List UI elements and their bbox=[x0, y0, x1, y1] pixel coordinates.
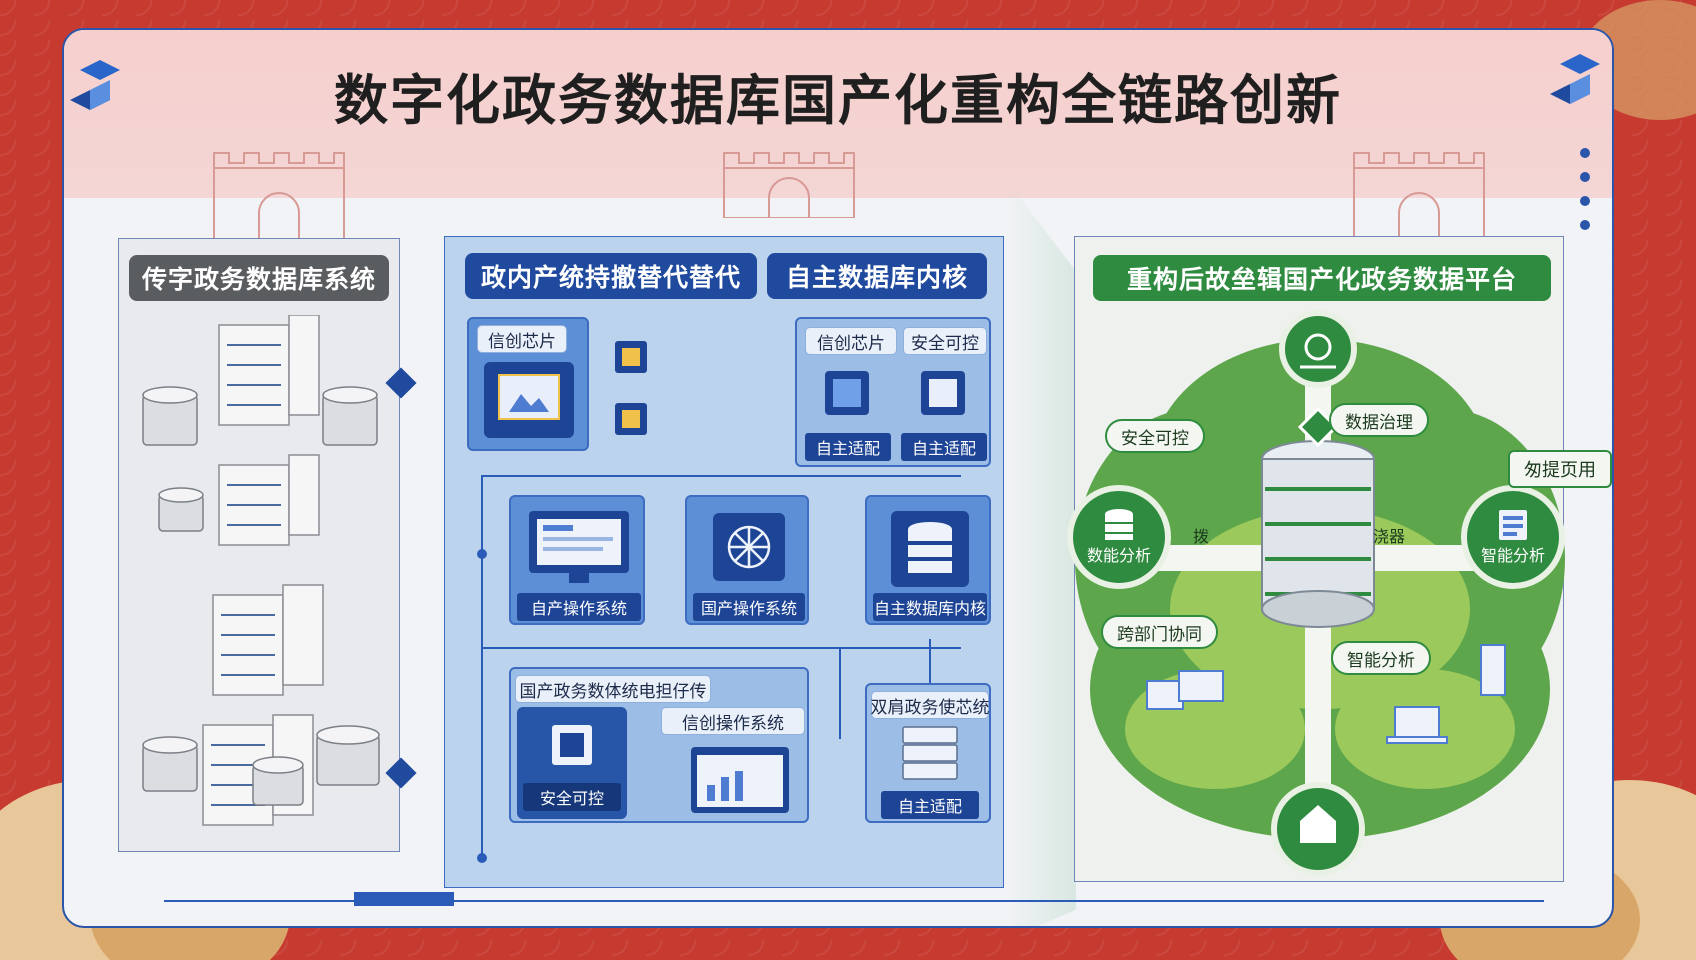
cube-logo-icon-right bbox=[1550, 54, 1600, 104]
tag-cross-dept: 跨部门协同 bbox=[1101, 615, 1218, 649]
mid-connector-arrow bbox=[929, 639, 931, 683]
globe-cube-icon bbox=[713, 513, 785, 581]
cpu-icon bbox=[552, 725, 592, 765]
chip-card-label: 信创芯片 bbox=[477, 325, 567, 353]
page-title: 数字化政务数据库国产化重构全链路创新 bbox=[334, 69, 1342, 132]
center-label-right: 浇器 bbox=[1373, 527, 1406, 546]
connector-dot-1 bbox=[477, 549, 487, 559]
kernel-tag-chip: 信创芯片 bbox=[805, 327, 897, 355]
kernel-adapt-label-1: 自主适配 bbox=[805, 433, 891, 461]
analytics-screen-icon bbox=[691, 747, 789, 813]
gate-icon-center bbox=[723, 152, 855, 218]
analysis-node-left-label: 数能分析 bbox=[1086, 546, 1151, 565]
side-dot-4 bbox=[1580, 220, 1590, 230]
db-kernel-label: 自主数据库内核 bbox=[873, 593, 987, 621]
tag-smart-analysis: 智能分析 bbox=[1331, 641, 1431, 675]
gov-db-label: 自主适配 bbox=[881, 791, 979, 819]
os-self-label: 自产操作系统 bbox=[517, 593, 641, 621]
gov-system-sub: 信创操作系统 bbox=[661, 707, 805, 735]
rebuilt-platform-panel: 重构后故垒辑国产化政务数据平台 bbox=[1067, 236, 1565, 882]
report-node-icon bbox=[1499, 510, 1527, 540]
side-dot-1 bbox=[1580, 148, 1590, 158]
server-rack-illustration bbox=[142, 315, 380, 826]
kernel-chip-group: 信创芯片 安全可控 自主适配 自主适配 bbox=[795, 317, 991, 467]
mid-connector-v2 bbox=[839, 649, 841, 739]
mid-header-right: 自主数据库内核 bbox=[767, 253, 987, 299]
tag-service: 匆提页用 bbox=[1508, 450, 1612, 488]
mid-connector-h1 bbox=[481, 475, 961, 477]
analysis-node-left: 数能分析 bbox=[1067, 485, 1171, 589]
kernel-chip-icon-1 bbox=[825, 371, 869, 415]
center-label-left: 拨 bbox=[1193, 527, 1210, 546]
mid-connector-v1 bbox=[481, 475, 483, 859]
kernel-chip-icon-2 bbox=[921, 371, 965, 415]
kernel-tag-security: 安全可控 bbox=[903, 327, 987, 355]
green-platform-illustration bbox=[1075, 310, 1565, 876]
legacy-panel-header: 传字政务数据库系统 bbox=[129, 255, 389, 301]
kernel-adapt-label-2: 自主适配 bbox=[901, 433, 987, 461]
server-stack-icon bbox=[902, 726, 958, 780]
main-frame: 数字化政务数据库国产化重构全链路创新 传字政务数据库系统 bbox=[62, 28, 1614, 928]
os-card-self: 自产操作系统 bbox=[509, 495, 645, 625]
analysis-node-right-label: 智能分析 bbox=[1480, 546, 1545, 565]
bottom-rule bbox=[164, 900, 1544, 902]
connector-dot-2 bbox=[477, 853, 487, 863]
chip-icon-small-2 bbox=[615, 403, 647, 435]
chip-card: 信创芯片 bbox=[467, 317, 589, 451]
mid-header-left: 政内产统持撤替代替代 bbox=[465, 253, 757, 299]
db-kernel-card: 自主数据库内核 bbox=[865, 495, 991, 625]
database-node-icon bbox=[1105, 509, 1133, 540]
tag-security: 安全可控 bbox=[1105, 419, 1205, 453]
database-icon bbox=[891, 511, 969, 587]
panel-divider bbox=[1006, 180, 1076, 926]
chip-icon-small-1 bbox=[615, 341, 647, 373]
gov-system-header: 国产政务数体统电担仔传 bbox=[515, 675, 711, 703]
gate-icon-right bbox=[1353, 152, 1485, 248]
chip-monitor-icon bbox=[484, 362, 574, 438]
os-card-domestic: 国产操作系统 bbox=[685, 495, 809, 625]
analysis-node-right: 智能分析 bbox=[1461, 485, 1565, 589]
rebuilt-panel-header: 重构后故垒辑国产化政务数据平台 bbox=[1093, 255, 1551, 301]
gov-db-header: 双肩政务使芯统 bbox=[871, 691, 990, 719]
tag-governance: 数据治理 bbox=[1329, 403, 1429, 437]
bottom-accent-bar bbox=[354, 892, 454, 906]
localization-panel: 政内产统持撤替代替代 自主数据库内核 信创芯片 信创芯片 安全可控 bbox=[444, 236, 1004, 888]
gov-chip-label: 安全可控 bbox=[523, 783, 621, 811]
mid-connector-h2 bbox=[481, 647, 961, 649]
gov-db-group: 双肩政务使芯统 自主适配 bbox=[865, 683, 991, 823]
legacy-system-panel: 传字政务数据库系统 bbox=[118, 238, 400, 852]
gov-chip-card: 安全可控 bbox=[517, 707, 627, 819]
cube-logo-icon-left bbox=[70, 60, 120, 110]
monitor-icon bbox=[529, 511, 629, 583]
gate-icon-left bbox=[213, 152, 345, 248]
side-dot-3 bbox=[1580, 196, 1590, 206]
os-domestic-label: 国产操作系统 bbox=[693, 593, 805, 621]
gov-system-group: 国产政务数体统电担仔传 信创操作系统 安全可控 bbox=[509, 667, 809, 823]
side-dot-2 bbox=[1580, 172, 1590, 182]
